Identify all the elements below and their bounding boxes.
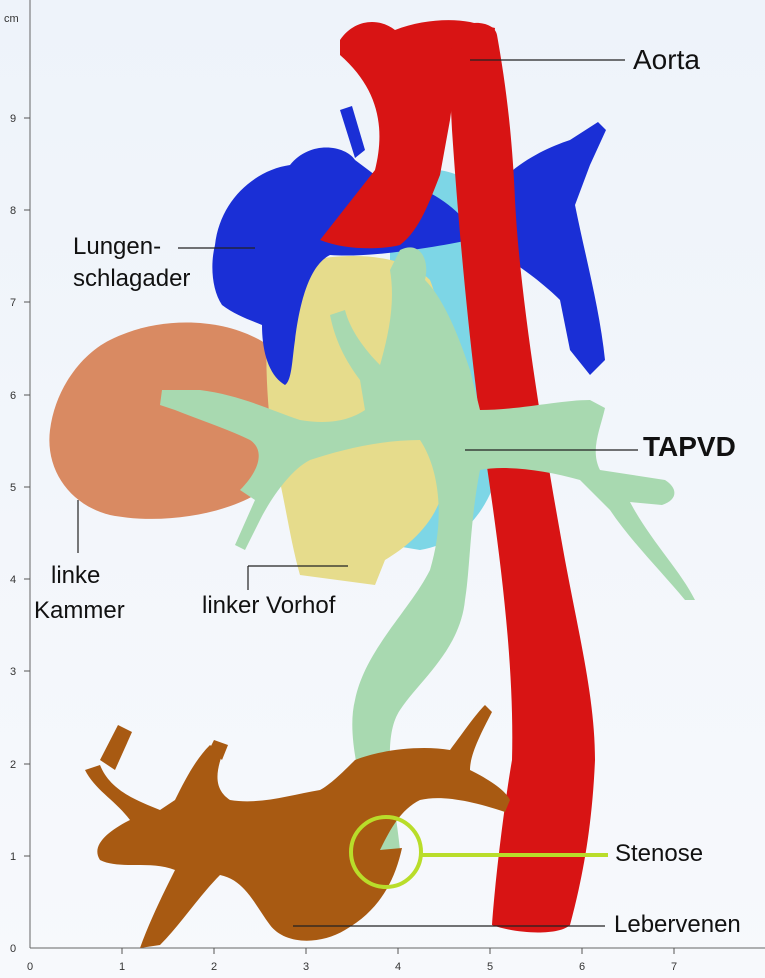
label-ventricle-line2: Kammer xyxy=(34,597,125,624)
y-tick-0: 0 xyxy=(10,943,16,955)
hepatic-branch-top xyxy=(210,740,228,760)
y-tick-1: 1 xyxy=(10,851,16,863)
left-ventricle xyxy=(49,322,292,519)
label-atrium: linker Vorhof xyxy=(202,592,336,619)
axis-unit-label: cm xyxy=(4,13,19,25)
y-tick-6: 6 xyxy=(10,390,16,402)
y-tick-8: 8 xyxy=(10,205,16,217)
x-tick-1: 1 xyxy=(119,961,125,973)
leader-lines xyxy=(77,59,638,927)
x-tick-7: 7 xyxy=(671,961,677,973)
x-tick-2: 2 xyxy=(211,961,217,973)
aorta-descending xyxy=(450,22,595,933)
y-axis-ticks xyxy=(24,117,30,857)
label-pulmonary-line1: Lungen- xyxy=(73,233,162,260)
y-tick-7: 7 xyxy=(10,297,16,309)
y-tick-9: 9 xyxy=(10,113,16,125)
label-hepatic: Lebervenen xyxy=(614,911,741,938)
y-tick-2: 2 xyxy=(10,759,16,771)
label-aorta: Aorta xyxy=(633,44,700,75)
label-tapvd: TAPVD xyxy=(643,431,736,462)
x-tick-5: 5 xyxy=(487,961,493,973)
x-tick-4: 4 xyxy=(395,961,401,973)
y-tick-3: 3 xyxy=(10,666,16,678)
stenosis-ring xyxy=(349,815,423,889)
tapvd-vessel xyxy=(160,247,695,855)
label-ventricle-line1: linke xyxy=(51,562,101,589)
hepatic-branch-left xyxy=(100,725,132,770)
x-tick-6: 6 xyxy=(579,961,585,973)
hepatic-veins xyxy=(85,705,510,948)
pulmonary-branch-top xyxy=(340,106,365,158)
y-tick-5: 5 xyxy=(10,482,16,494)
x-tick-0: 0 xyxy=(27,961,33,973)
label-stenosis: Stenose xyxy=(615,840,704,867)
label-pulmonary-line2: schlagader xyxy=(73,265,191,292)
y-tick-4: 4 xyxy=(10,574,16,586)
x-axis-ticks xyxy=(121,948,675,954)
x-tick-3: 3 xyxy=(303,961,309,973)
